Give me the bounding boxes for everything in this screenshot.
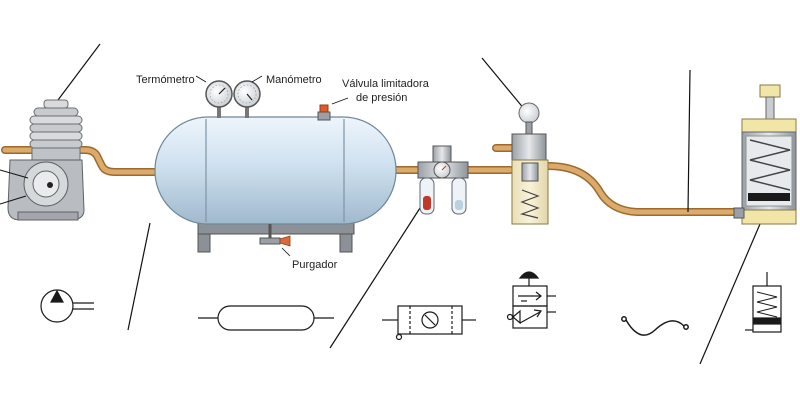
- thermometer-label: Termómetro: [136, 74, 195, 86]
- valve-icon: [481, 57, 549, 225]
- tank-symbol-icon: [198, 305, 334, 331]
- filter-regulator-icon: [329, 145, 469, 349]
- manometer-label: Manómetro: [266, 74, 322, 86]
- compressor-icon: [0, 43, 101, 221]
- relief-valve-label-line2: de presión: [356, 92, 407, 104]
- cylinder-symbol-icon: [745, 272, 782, 333]
- thermometer-gauge-icon: [195, 75, 233, 118]
- tank-icon: [127, 97, 397, 331]
- relief-valve-label-line1: Válvula limitadora: [342, 78, 430, 90]
- hose-symbol-icon: [621, 316, 689, 336]
- drain-label: Purgador: [292, 259, 338, 271]
- manometer-gauge-icon: [233, 75, 263, 118]
- compressor-symbol-icon: [40, 289, 94, 323]
- frl-symbol-icon: [382, 305, 476, 341]
- cylinder-icon: [687, 69, 797, 365]
- valve-symbol-icon: [506, 271, 556, 329]
